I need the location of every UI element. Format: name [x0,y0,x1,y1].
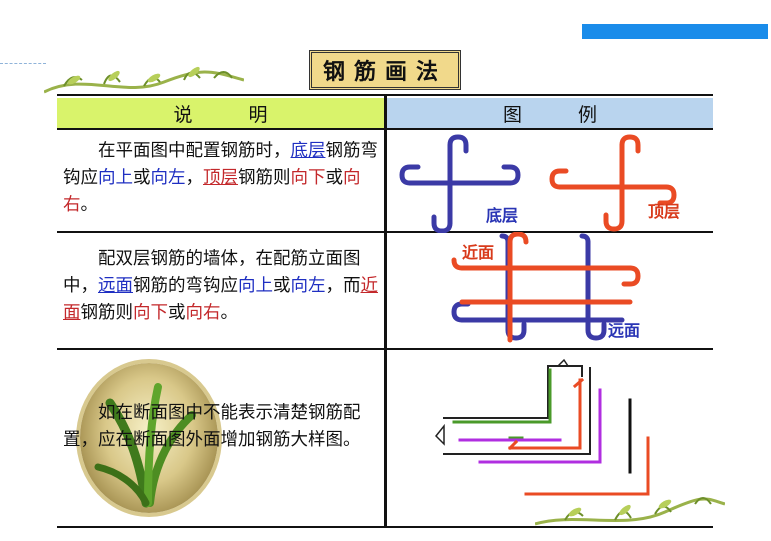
header-description: 说明 [57,98,384,128]
row-2-segment: 钢筋的弯钩应 [133,276,238,296]
row-1-segment: 在平面图中配置钢筋时， [98,141,291,161]
table-rule-vertical [384,94,387,528]
vine-decoration-left [44,66,244,94]
row-1-segment: 向左 [150,168,186,188]
row-1-text: 在平面图中配置钢筋时，底层钢筋弯钩应向上或向左，顶层钢筋则向下或向右。 [63,138,381,219]
row-2-segment: 远面 [98,276,133,296]
title-box: 钢筋画法 [309,50,461,90]
plant-photo [80,363,218,513]
row-2-segment: 向左 [290,276,326,296]
row-1-segment: 顶层 [203,168,238,188]
row-2-segment: 。 [220,303,239,323]
row-2-segment: 或 [273,276,291,296]
legend-row-2: 近面 远面 [451,232,641,343]
legend-row-1: 底层 顶层 [399,134,680,233]
row-1-segment: 底层 [290,141,326,161]
page-title: 钢筋画法 [322,59,447,85]
row-2-segment: ，而 [325,276,361,296]
header-legend: 图例 [387,98,713,128]
label-far: 远面 [608,321,640,340]
row-2-segment: 向右 [185,303,221,323]
label-near: 近面 [462,243,494,262]
row-1-segment: 或 [325,168,344,188]
row-1-segment: 钢筋弯钩应 [63,141,378,188]
row-1-segment: ， [185,168,204,188]
row-1-segment: 向右 [63,168,361,215]
row-1-segment: 钢筋则 [238,168,291,188]
row-1-segment: 向上 [98,168,133,188]
top-accent-bar [582,24,768,39]
row-3-segment: 如在断面图中不能表示清楚钢筋配置，应在断面图外面增加钢筋大样图。 [63,403,361,450]
label-top: 顶层 [648,202,680,221]
row-3-text: 如在断面图中不能表示清楚钢筋配置，应在断面图外面增加钢筋大样图。 [63,400,381,454]
row-1-segment: 。 [80,195,99,215]
row-2-segment: 或 [168,303,186,323]
label-bottom: 底层 [486,206,518,225]
row-2-segment: 近面 [63,276,378,323]
row-2-segment: 配双层钢筋的墙体，在配筋立面图中， [63,249,361,296]
row-2-segment: 向上 [238,276,273,296]
row-2-segment: 向下 [133,303,168,323]
row-2-segment: 钢筋则 [80,303,134,323]
plant-icon [94,383,196,508]
vine-decoration-right [535,497,725,526]
rebar-table: 说明 图例 在平面图中配置钢筋时，底层钢筋弯钩应向上或向左，顶层钢筋则向下或向右… [57,94,713,528]
row-2-text: 配双层钢筋的墙体，在配筋立面图中，远面钢筋的弯钩应向上或向左，而近面钢筋则向下或… [63,246,381,327]
legend-row-3-section-detail [434,358,650,496]
row-1-segment: 或 [133,168,151,188]
dashed-guide-line [0,63,46,64]
row-1-segment: 向下 [290,168,326,188]
